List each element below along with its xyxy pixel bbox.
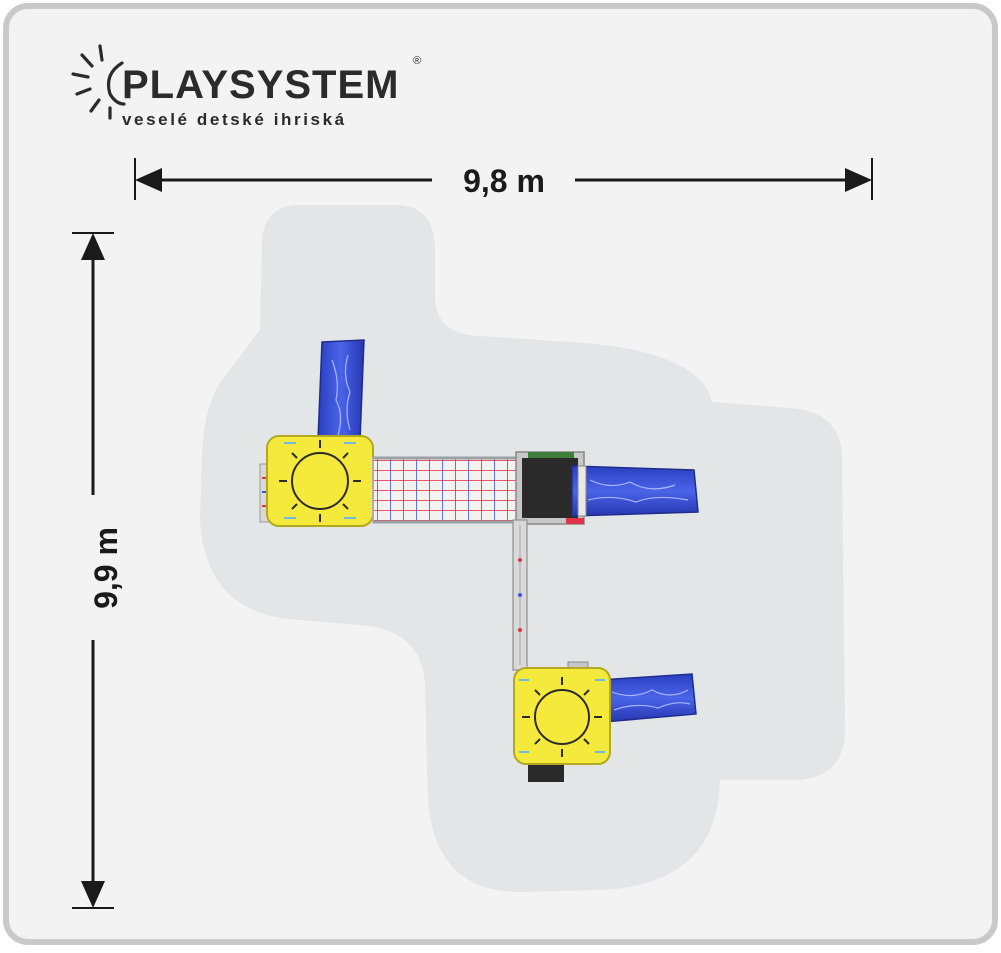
slide-top [317,339,365,441]
width-label: 9,8 m [463,163,545,199]
arrow-right-icon [845,168,872,192]
arrow-up-icon [81,233,105,260]
arrow-left-icon [135,168,162,192]
tower-bottom-roof [513,661,611,782]
slide-right [571,465,699,517]
sun-logo-icon [71,44,126,120]
vertical-bridge [512,519,528,671]
sun-roof-icon [522,677,602,757]
net-bridge [372,456,519,524]
arrow-down-icon [81,881,105,908]
slide-bottom [599,673,697,723]
brand-tagline: veselé detské ihriská [122,110,347,129]
sun-roof-icon [279,440,361,522]
brand-registered: ® [413,55,421,67]
brand-name: PLAYSYSTEM [122,63,399,107]
tower-left-roof [266,435,374,527]
height-dimension: 9,9 m [72,232,124,909]
width-dimension: 9,8 m [134,158,873,200]
brand-logo: PLAYSYSTEM ® veselé detské ihriská [71,44,421,129]
height-label: 9,9 m [88,527,124,609]
